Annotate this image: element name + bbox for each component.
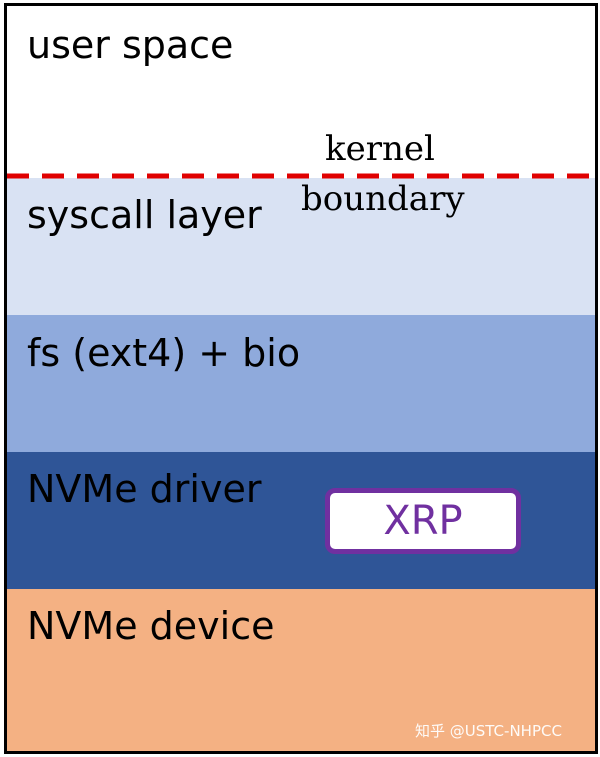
watermark: 知乎 @USTC-NHPCC xyxy=(415,722,562,740)
kernel-boundary-label-bottom: boundary xyxy=(301,179,465,219)
fs-layer: fs (ext4) + bio xyxy=(7,315,595,452)
syscall-layer-label: syscall layer xyxy=(27,193,262,237)
nvme-driver-label: NVMe driver xyxy=(27,467,262,511)
kernel-boundary-label-top: kernel xyxy=(325,129,435,169)
xrp-label: XRP xyxy=(383,498,463,544)
kernel-boundary-line xyxy=(7,173,595,179)
user-space-layer: user space xyxy=(7,6,595,178)
nvme-device-layer: NVMe device xyxy=(7,589,595,751)
syscall-layer: syscall layer xyxy=(7,178,595,315)
user-space-label: user space xyxy=(27,23,234,67)
nvme-device-label: NVMe device xyxy=(27,604,275,648)
stack-diagram: user space syscall layer fs (ext4) + bio… xyxy=(4,3,598,754)
fs-layer-label: fs (ext4) + bio xyxy=(27,331,301,375)
xrp-box: XRP xyxy=(325,488,521,554)
